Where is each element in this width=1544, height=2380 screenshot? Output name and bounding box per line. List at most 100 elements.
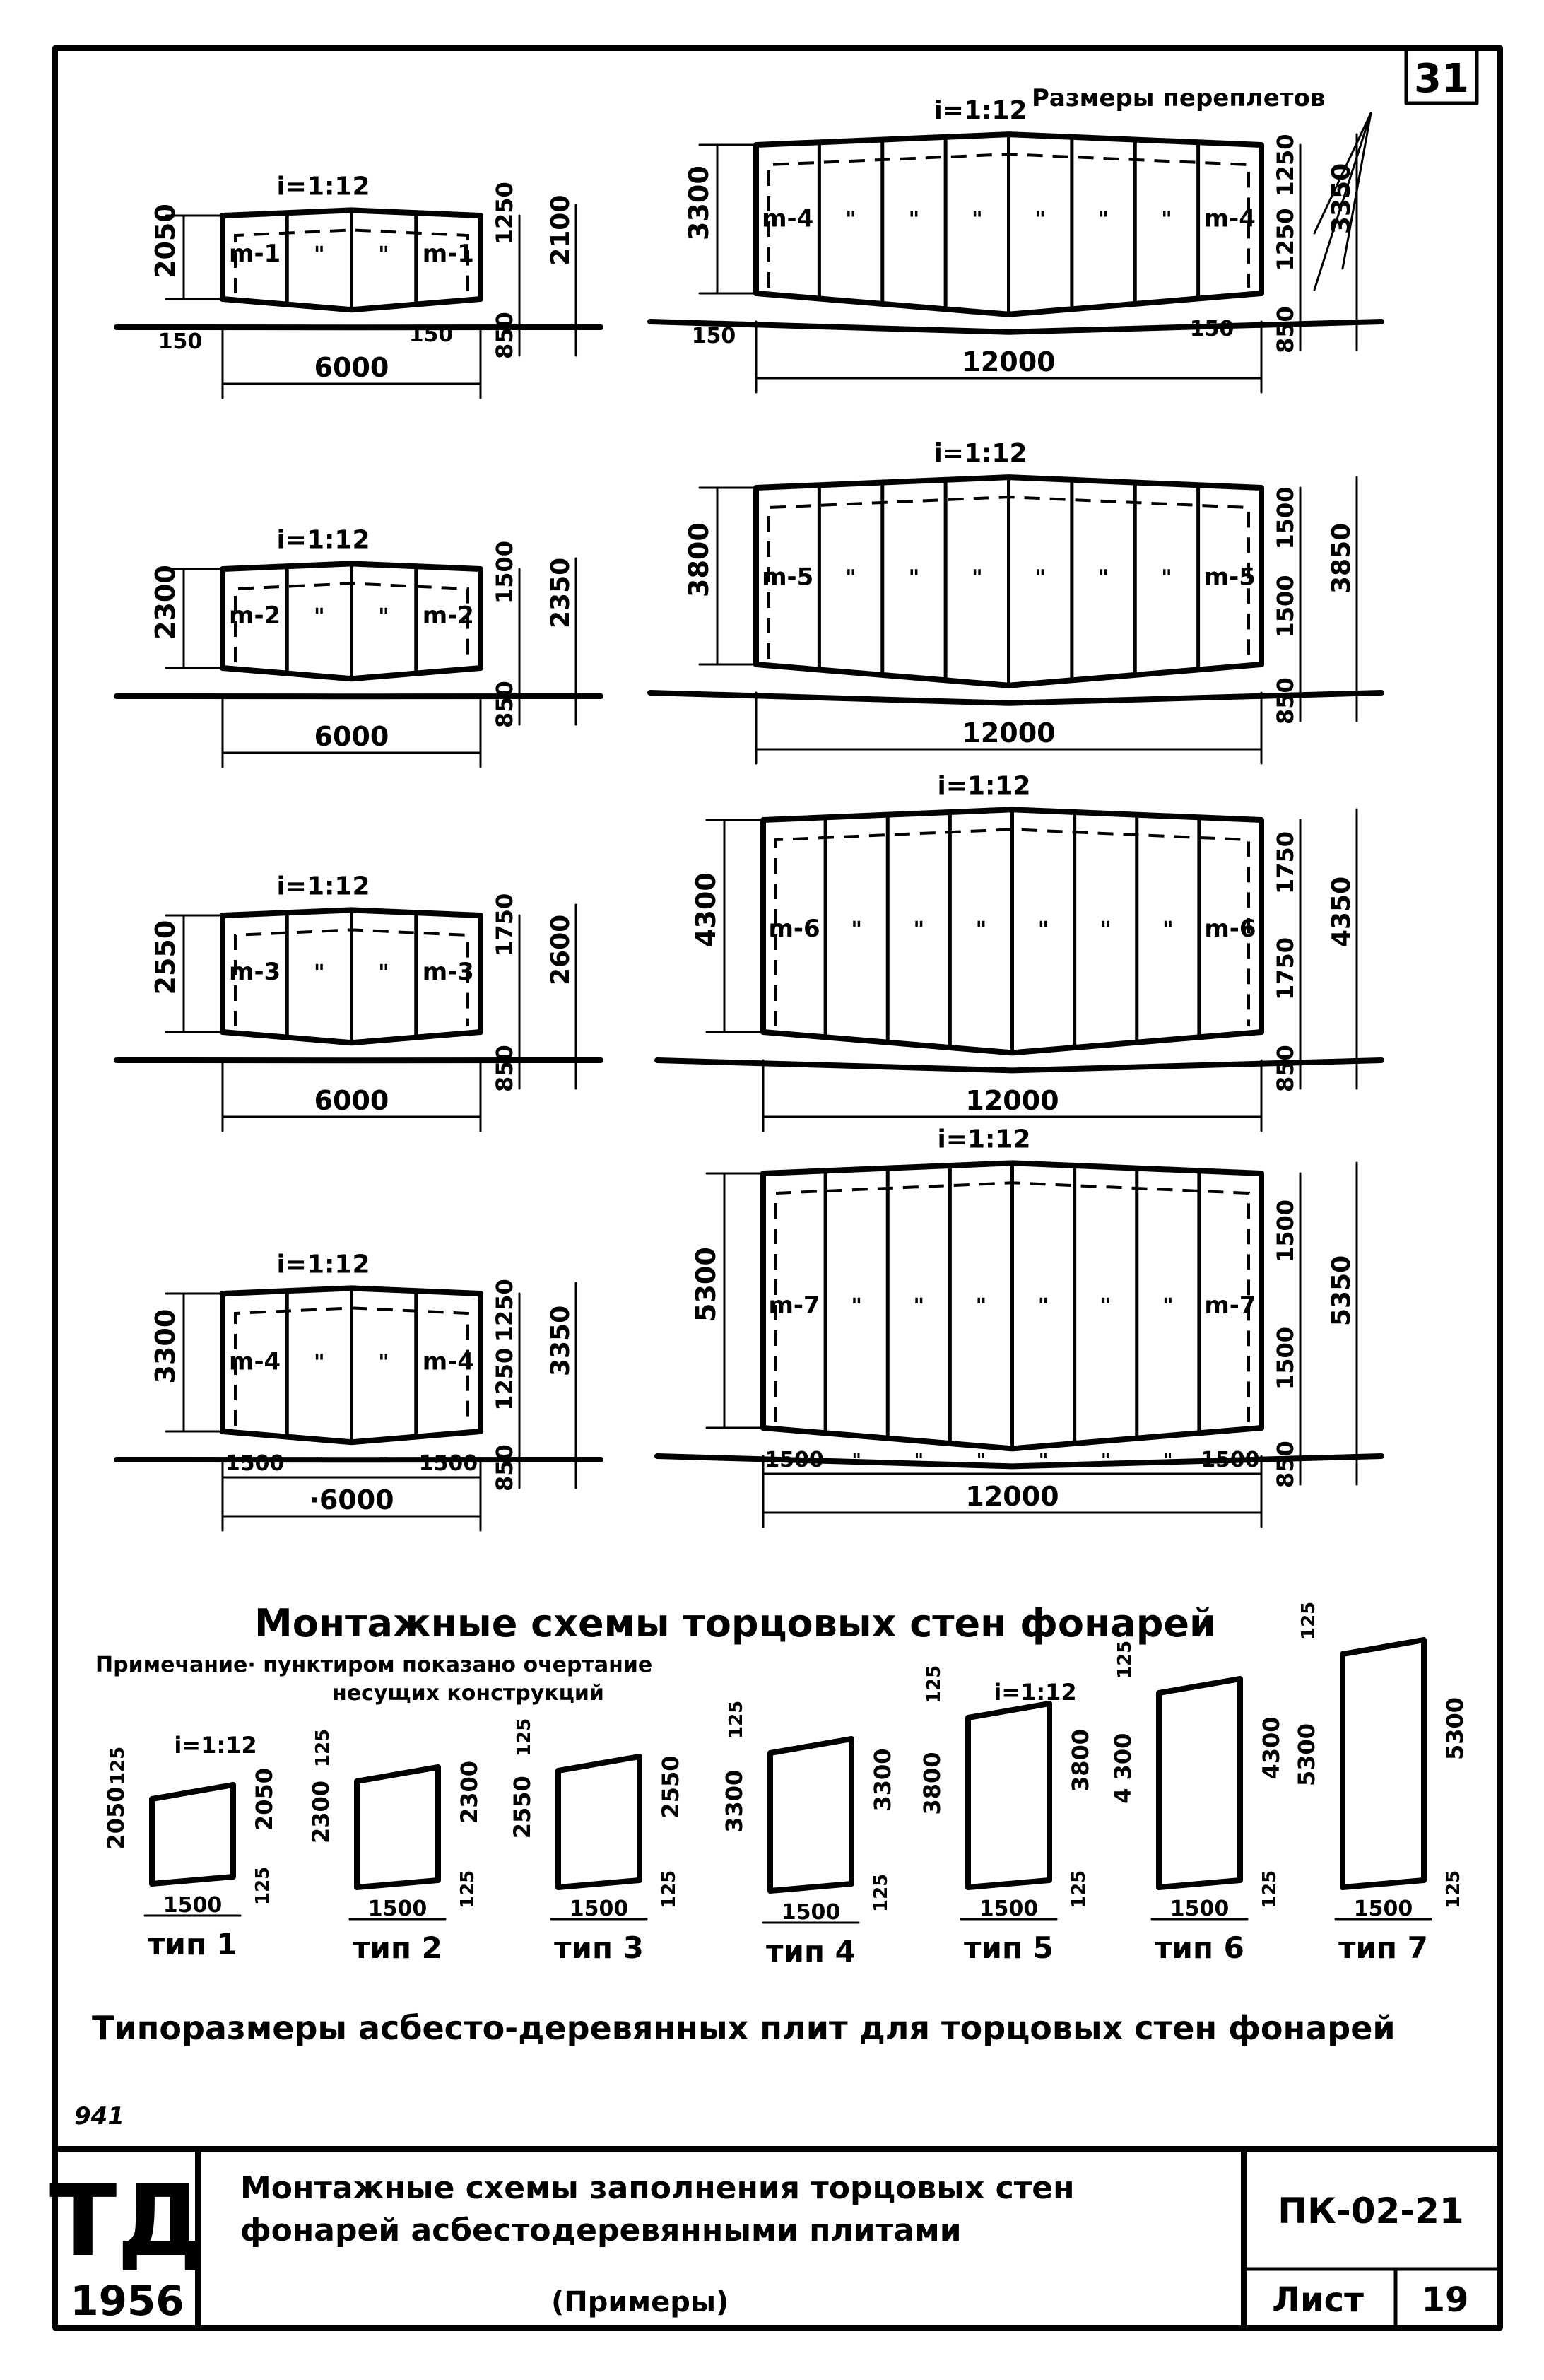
panel-left-height: 3300 — [721, 1770, 748, 1833]
span-dim-label: ·6000 — [309, 1484, 394, 1516]
right-upper-dim: 1250 — [1272, 134, 1299, 197]
panel-ditto-mark: " — [378, 1350, 389, 1375]
panel-top-dim: 125 — [312, 1729, 334, 1767]
panel-bottom-dim: 125 — [1259, 1870, 1280, 1909]
panel-top-dim: 125 — [924, 1665, 945, 1704]
right-upper-dim: 1750 — [491, 893, 518, 956]
panel-width-label: 1500 — [163, 1893, 223, 1918]
panel-type-label: тип 4 — [766, 1934, 856, 1969]
panel-right-height: 2300 — [456, 1761, 483, 1824]
panel-type-label: тип 1 — [148, 1927, 237, 1962]
right-upper-dim: 1500 — [1272, 1200, 1299, 1262]
panel-label-right: m-6 — [1204, 915, 1256, 943]
sheet-label: Лист — [1272, 2280, 1364, 2320]
span-dim-label: 12000 — [965, 1481, 1059, 1512]
base-dim: 850 — [1272, 306, 1299, 353]
panel-label-right: m-4 — [423, 1347, 474, 1376]
panel-width-ditto: " — [314, 1454, 324, 1475]
panel-type-label: тип 5 — [964, 1930, 1054, 1965]
span-dim-label: 6000 — [314, 721, 389, 752]
panel-bottom-dim: 125 — [252, 1867, 273, 1905]
right-total-dim: 4350 — [1327, 877, 1356, 947]
panel-ditto-mark: " — [1035, 566, 1046, 591]
base-dim: 850 — [491, 1444, 518, 1491]
panel-ditto-mark: " — [1098, 208, 1109, 233]
structure-outline-dashed — [234, 1306, 469, 1426]
span-dim-label: 6000 — [314, 1085, 389, 1116]
panel-left-height: 2550 — [509, 1776, 536, 1839]
title-line-1: Монтажные схемы заполнения торцовых стен — [240, 2170, 1075, 2206]
panel-width-ditto: " — [379, 1454, 389, 1475]
height-dim-label: 2050 — [150, 204, 181, 279]
panel-ditto-mark: " — [1035, 208, 1046, 233]
panel-ditto-mark: " — [378, 961, 389, 985]
panel-top-dim: 125 — [107, 1747, 129, 1785]
panel-label-left: m-2 — [229, 602, 281, 630]
panel-width-label: 1500 — [570, 1897, 629, 1921]
slope-label: i=1:12 — [937, 1125, 1030, 1154]
right-upper-dim: 1250 — [491, 1279, 518, 1342]
panel-ditto-mark: " — [1162, 918, 1174, 942]
right-total-dim: 2600 — [546, 915, 575, 985]
panel-bottom-dim: 125 — [1443, 1870, 1464, 1909]
right-upper-dim: 1250 — [491, 182, 518, 245]
slope-label: i=1:12 — [933, 96, 1027, 125]
height-dim-label: 3300 — [683, 165, 714, 240]
base-dim: 850 — [1272, 677, 1299, 725]
panel-width-ditto: " — [1039, 1450, 1049, 1472]
panel-width-label: 1500 — [1170, 1897, 1230, 1921]
panel-ditto-mark: " — [913, 1294, 924, 1319]
title-line-3: (Примеры) — [551, 2286, 729, 2319]
panel-shape — [149, 1782, 236, 1887]
panel-bottom-dim: 125 — [659, 1870, 680, 1909]
panel-ditto-mark: " — [378, 242, 389, 267]
panel-width-label: 1500 — [368, 1897, 428, 1921]
panel-shape — [354, 1764, 441, 1890]
panel-right-height: 2050 — [251, 1768, 278, 1831]
panel-width-ditto: " — [1163, 1450, 1173, 1472]
logo-year: 1956 — [70, 2277, 184, 2325]
panel-bottom-dim: 125 — [871, 1874, 892, 1912]
panel-width-dim-left: 1500 — [225, 1451, 285, 1476]
panel-type-label: тип 6 — [1155, 1930, 1244, 1965]
panel-label-right: m-2 — [423, 602, 474, 630]
title-block: ТД 1956 Монтажные схемы заполнения торцо… — [49, 2146, 1503, 2331]
right-total-dim: 5350 — [1327, 1255, 1356, 1326]
panel-label-left: m-3 — [229, 958, 281, 986]
panel-slope-label: i=1:12 — [174, 1732, 257, 1759]
sheet-number: 31 — [1414, 56, 1469, 102]
span-dim-label: 12000 — [962, 346, 1055, 377]
slope-label: i=1:12 — [933, 439, 1027, 468]
panel-label-left: m-5 — [762, 563, 813, 592]
panel-label-left: m-1 — [229, 240, 281, 268]
right-total-dim: 3850 — [1327, 523, 1356, 594]
panel-ditto-mark: " — [976, 1294, 987, 1319]
panel-ditto-mark: " — [845, 566, 856, 591]
panel-label-left: m-7 — [768, 1291, 820, 1320]
panel-top-dim: 125 — [1114, 1641, 1136, 1679]
panel-left-height: 2050 — [102, 1786, 129, 1849]
slope-label: i=1:12 — [276, 172, 370, 201]
panel-right-height: 4300 — [1258, 1716, 1285, 1779]
panel-ditto-mark: " — [1038, 918, 1049, 942]
height-dim-label: 2300 — [150, 565, 181, 640]
base-dim: 850 — [491, 681, 518, 728]
panel-width-label: 1500 — [782, 1900, 841, 1925]
offset-dim-left: 150 — [158, 329, 203, 354]
right-total-dim: 3350 — [546, 1306, 575, 1376]
sheet-frame — [52, 45, 1503, 2331]
panel-left-height: 2300 — [307, 1781, 334, 1843]
slope-label: i=1:12 — [276, 872, 370, 901]
span-dim-label: 6000 — [314, 352, 389, 383]
panel-label-right: m-5 — [1204, 563, 1256, 592]
